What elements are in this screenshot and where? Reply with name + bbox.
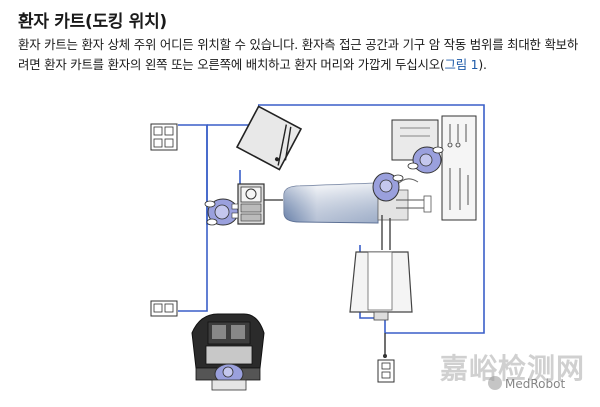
- wall-outlet-icon: [377, 333, 395, 383]
- paragraph-text-end: ).: [478, 56, 487, 72]
- paragraph-text: 환자 카트는 환자 상체 주위 어디든 위치할 수 있습니다. 환자측 접근 공…: [18, 37, 579, 72]
- surgeon-console-icon: [191, 313, 265, 381]
- wall-outlet-icon: [150, 123, 178, 151]
- figure-link[interactable]: 그림 1: [444, 56, 479, 72]
- wall-outlet-icon: [150, 300, 178, 317]
- patient-cart-icon: [349, 215, 413, 321]
- staff-figure-icon: [204, 198, 239, 226]
- instrument-tray-icon: [235, 105, 303, 171]
- watermark-logo-icon: [488, 376, 502, 390]
- body-paragraph: 환자 카트는 환자 상체 주위 어디든 위치할 수 있습니다. 환자측 접근 공…: [18, 35, 584, 74]
- staff-figure-icon: [211, 363, 247, 391]
- staff-figure-icon: [407, 146, 444, 174]
- section-heading: 환자 카트(도킹 위치): [18, 12, 167, 32]
- patient-table-icon: [283, 178, 432, 224]
- vision-cart-icon: [237, 183, 283, 225]
- watermark-english: MedRobot: [505, 377, 566, 391]
- staff-figure-icon: [372, 172, 404, 202]
- watermark-chinese: 嘉峪检测网: [440, 352, 586, 385]
